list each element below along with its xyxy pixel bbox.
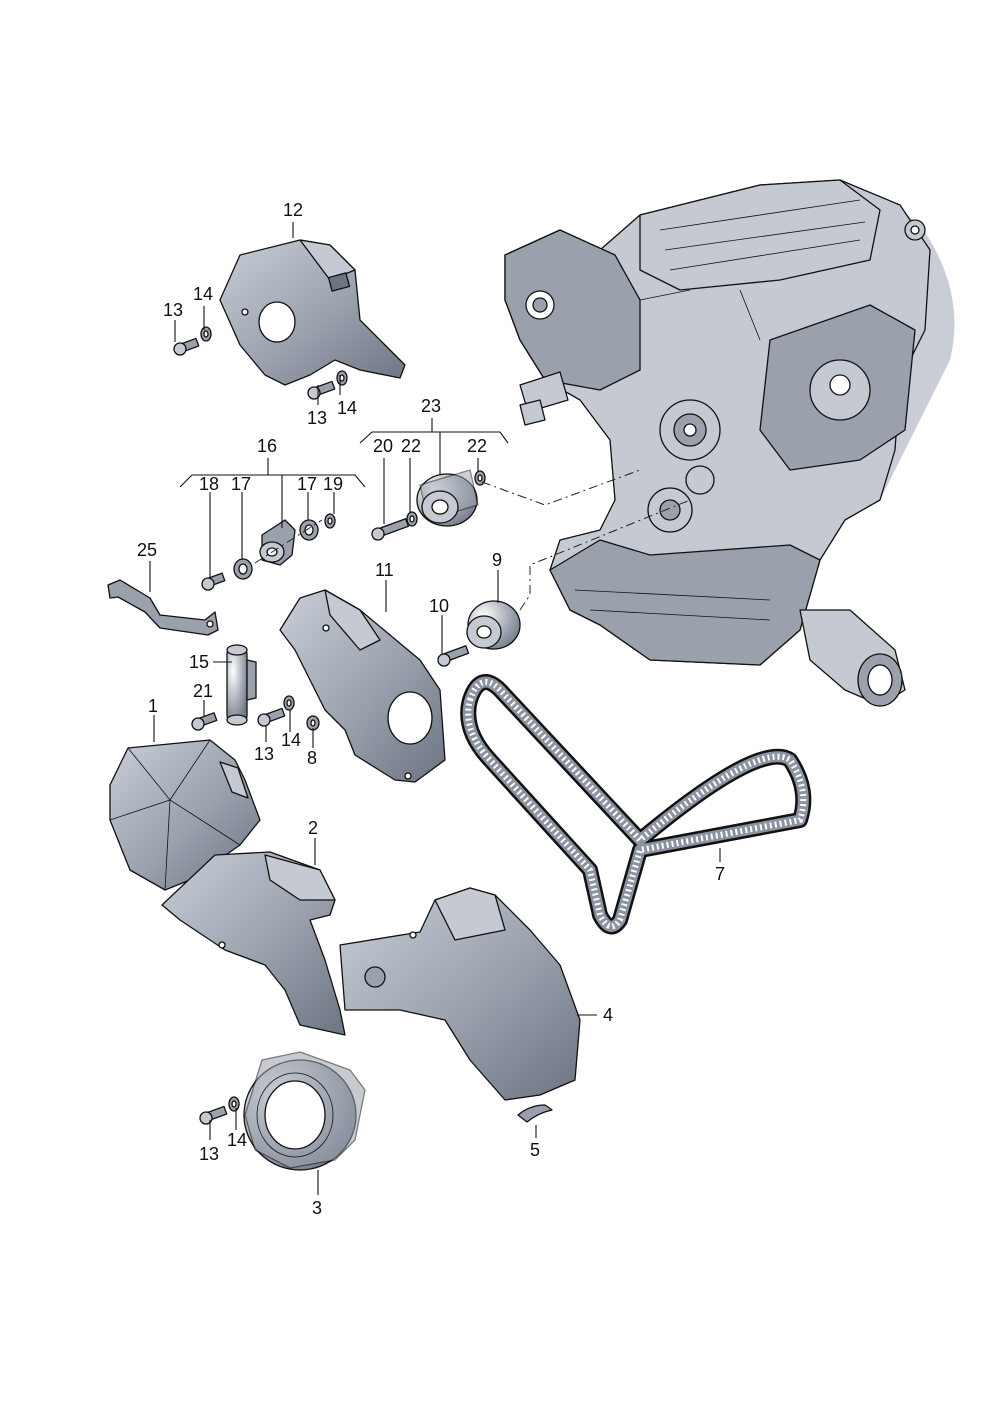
label-14-b: 14 (337, 398, 357, 418)
label-19: 19 (323, 474, 343, 494)
oil-pan (549, 539, 821, 666)
nut-8 (306, 715, 320, 731)
label-9: 9 (492, 550, 502, 570)
label-17-b: 17 (297, 474, 317, 494)
label-13-a: 13 (163, 300, 183, 320)
cylinder-head-left (504, 229, 641, 391)
label-14-d: 14 (227, 1130, 247, 1150)
label-17-a: 17 (231, 474, 251, 494)
damper-15 (226, 644, 257, 726)
bolt-21 (191, 712, 218, 731)
label-13-c: 13 (254, 744, 274, 764)
tensioner-pulley-23 (416, 469, 479, 527)
washer-22-a (406, 511, 418, 527)
bracket-25 (107, 579, 219, 636)
label-2: 2 (308, 818, 318, 838)
label-1: 1 (148, 696, 158, 716)
flange-3 (243, 1051, 366, 1171)
timing-belt-7 (460, 674, 812, 935)
bolt-10 (437, 645, 470, 667)
washer-14-c (283, 695, 295, 711)
bolt-20 (371, 518, 410, 541)
label-21: 21 (193, 681, 213, 701)
label-13-d: 13 (199, 1144, 219, 1164)
label-18: 18 (199, 474, 219, 494)
washer-14-b (336, 370, 348, 386)
label-22-a: 22 (401, 436, 421, 456)
label-4: 4 (603, 1005, 613, 1025)
bolt-13-d (199, 1105, 228, 1125)
upper-timing-cover-12 (219, 239, 406, 386)
label-20: 20 (373, 436, 393, 456)
washer-17-a (233, 558, 253, 580)
washer-22-b (474, 470, 486, 486)
washer-14-d (228, 1096, 240, 1112)
label-3: 3 (312, 1198, 322, 1218)
label-12: 12 (283, 200, 303, 220)
bolt-13-a (173, 337, 200, 356)
label-25: 25 (137, 540, 157, 560)
washer-19 (324, 513, 336, 529)
leader-lines (149, 222, 721, 1195)
washer-17-b (299, 519, 319, 541)
middle-timing-cover-11 (279, 589, 446, 783)
lower-timing-cover-4 (339, 887, 581, 1101)
label-13-b: 13 (307, 408, 327, 428)
cover-1 (109, 739, 261, 891)
clip-5 (517, 1104, 553, 1123)
label-5: 5 (530, 1140, 540, 1160)
label-16: 16 (257, 436, 277, 456)
label-11: 11 (375, 560, 394, 580)
bolt-13-b (307, 380, 336, 400)
label-23: 23 (421, 396, 441, 416)
tensioner-bracket-16 (259, 519, 296, 566)
label-8: 8 (307, 748, 317, 768)
callout-labels: 12 14 13 13 14 23 20 22 22 16 18 17 17 1… (137, 200, 725, 1218)
label-7: 7 (715, 864, 725, 884)
label-14-a: 14 (193, 284, 213, 304)
label-15: 15 (189, 652, 209, 672)
bolt-18 (201, 572, 226, 591)
engine-assembly (504, 179, 955, 707)
label-22-b: 22 (467, 436, 487, 456)
washer-14-a (200, 326, 212, 342)
cover-2 (161, 851, 346, 1036)
intake-manifold (639, 179, 881, 291)
idler-pulley-9 (466, 600, 521, 650)
bolt-13-c (257, 707, 286, 727)
label-14-c: 14 (281, 730, 301, 750)
label-10: 10 (429, 596, 449, 616)
